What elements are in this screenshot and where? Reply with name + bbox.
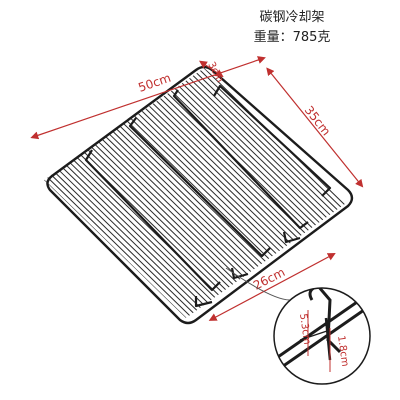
rack-wire (120, 126, 263, 265)
detail-b-label: 1.8cm (335, 335, 350, 367)
rack-wire (65, 164, 209, 304)
rack-wire (54, 172, 198, 311)
product-name: 碳钢冷却架 (259, 10, 325, 25)
detail-a-label: 5.3cm (297, 313, 312, 345)
dimension-foot-height: 3cm (199, 60, 225, 84)
weight-value: 785克 (292, 30, 331, 45)
rack-wire (127, 121, 270, 260)
rack-wire (116, 128, 260, 268)
width-label: 35cm (302, 103, 334, 138)
rack-wire (47, 177, 190, 316)
weight-label: 重量： (253, 30, 293, 45)
rack-wire (61, 166, 205, 306)
dimension-width: 35cm (266, 67, 364, 188)
rack-wire (69, 161, 212, 301)
rack-grid (44, 68, 347, 318)
detail-zoom: 5.3cm 1.8cm (273, 287, 371, 385)
rack-wire (109, 133, 252, 273)
rack-wire (87, 149, 230, 288)
rack-wire (58, 169, 201, 309)
rack-wire (50, 174, 194, 314)
product-weight: 重量：785克 (232, 28, 352, 48)
rack-wire (72, 159, 216, 298)
rack-wire (134, 116, 278, 255)
rack-wire (112, 131, 256, 270)
rack-wire (130, 118, 274, 258)
rack-wire (105, 136, 249, 276)
rack-wire (83, 151, 227, 291)
product-caption: 碳钢冷却架 重量：785克 (232, 8, 352, 48)
rack-wire (123, 123, 267, 263)
detail-leader-line (225, 267, 291, 301)
